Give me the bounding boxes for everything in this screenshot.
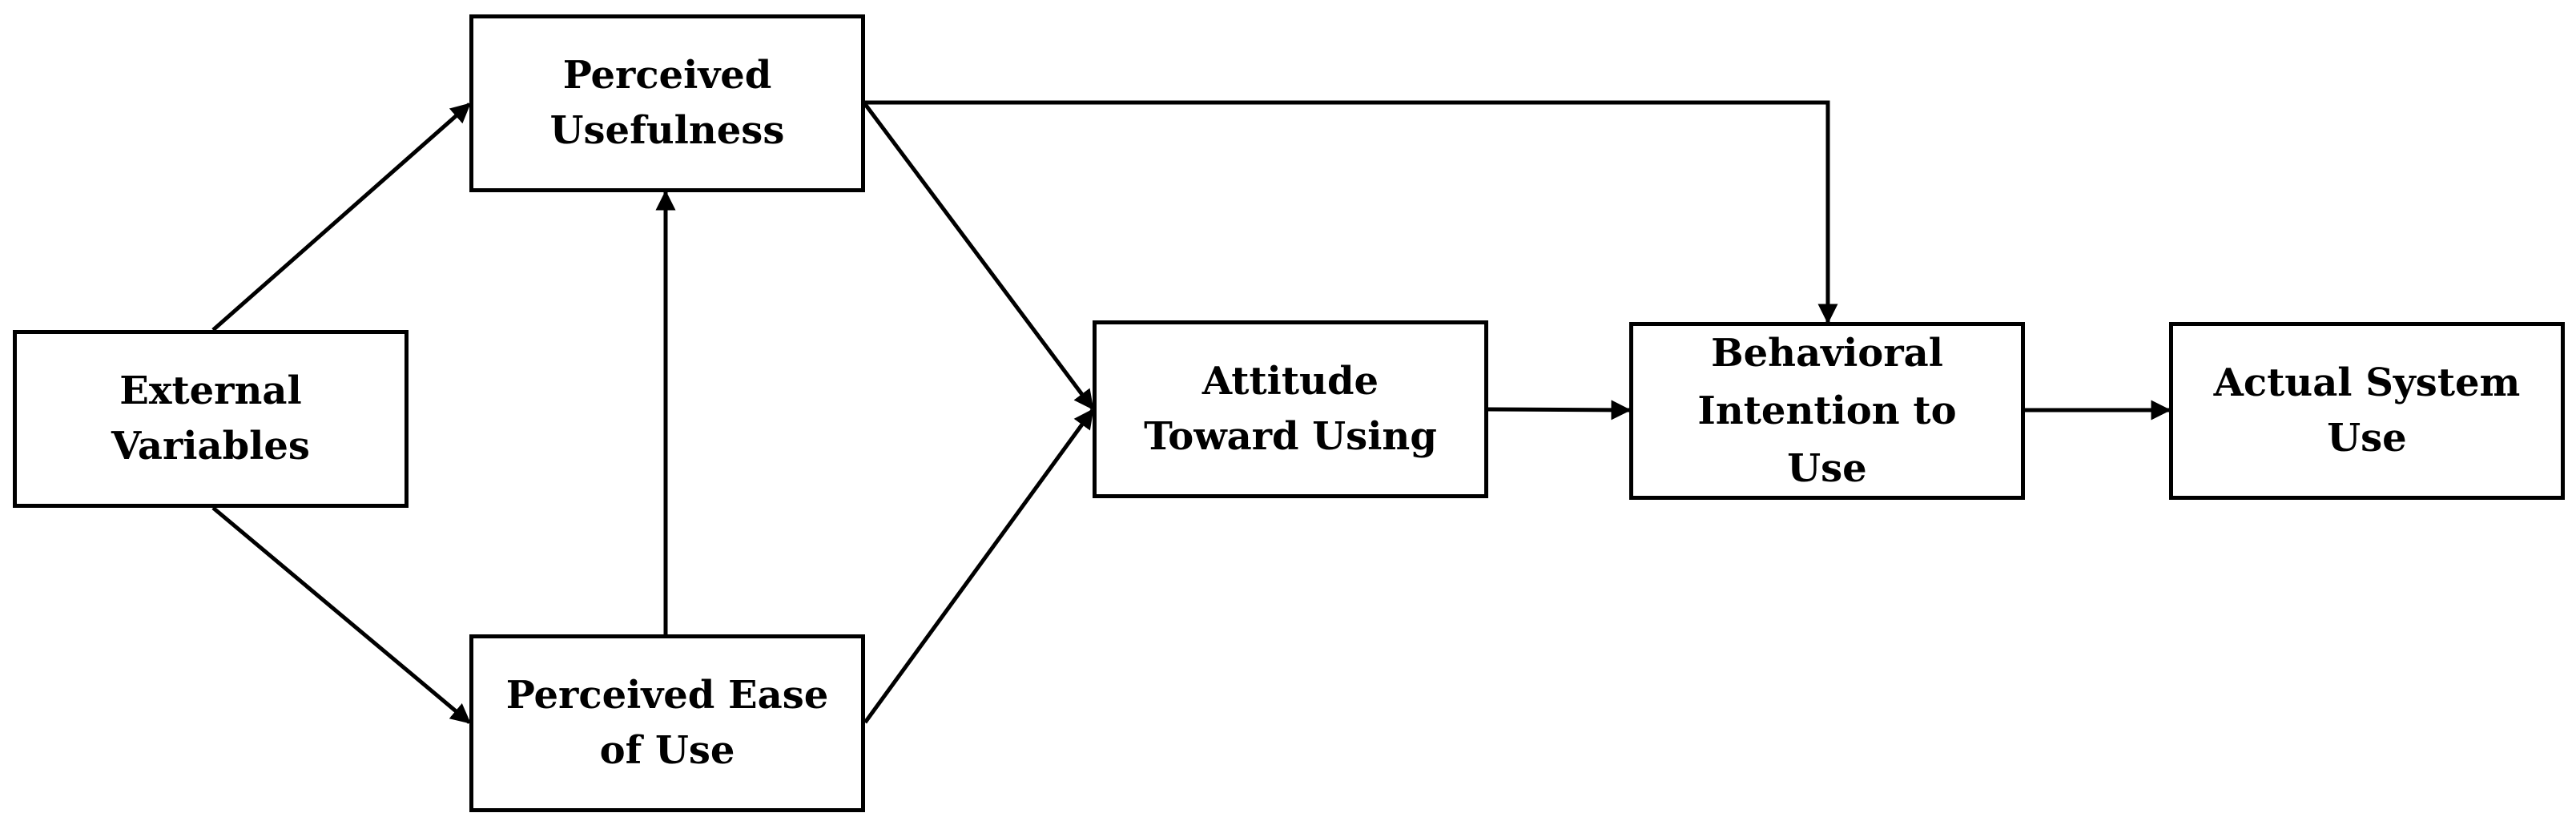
node-perceived-ease-of-use: Perceived Ease of Use xyxy=(469,634,865,812)
node-perceived-usefulness: Perceived Usefulness xyxy=(469,14,865,192)
arrow-external-to-ease-of-use xyxy=(211,506,471,724)
node-attitude-toward-using-label: Attitude Toward Using xyxy=(1144,359,1437,459)
node-actual-system-use-label: Actual System Use xyxy=(2213,360,2521,461)
node-behavioral-intention-to-use: Behavioral Intention to Use xyxy=(1629,322,2025,500)
node-attitude-toward-using: Attitude Toward Using xyxy=(1093,320,1488,498)
node-actual-system-use: Actual System Use xyxy=(2169,322,2565,500)
arrow-ease-of-use-to-attitude xyxy=(863,408,1095,724)
arrow-external-to-usefulness xyxy=(211,103,471,332)
node-behavioral-intention-to-use-label: Behavioral Intention to Use xyxy=(1697,331,1957,491)
node-perceived-ease-of-use-label: Perceived Ease of Use xyxy=(505,673,829,773)
node-perceived-usefulness-label: Perceived Usefulness xyxy=(549,53,785,153)
arrow-attitude-to-intention xyxy=(1487,400,1632,421)
arrow-usefulness-to-attitude xyxy=(863,103,1095,411)
node-external-variables-label: External Variables xyxy=(111,368,310,469)
arrow-usefulness-to-intention xyxy=(865,100,1838,324)
node-external-variables: External Variables xyxy=(13,330,409,508)
